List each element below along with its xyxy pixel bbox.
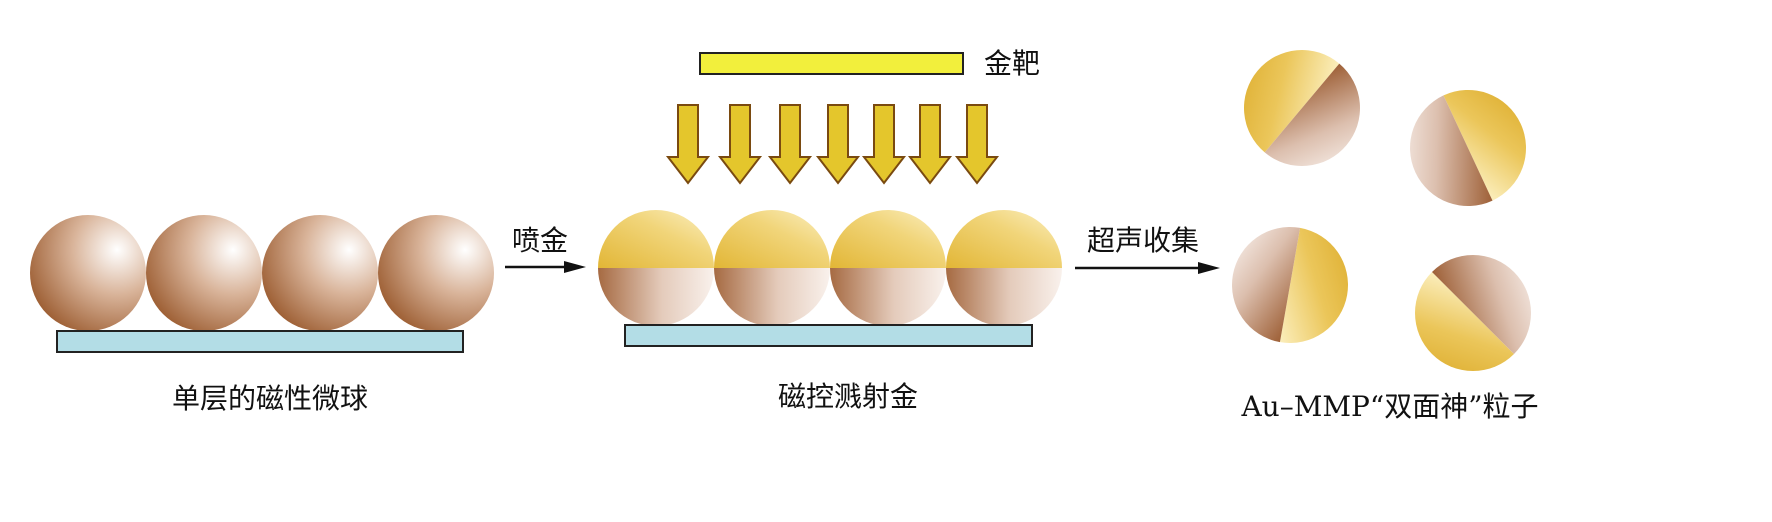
half-coated-microsphere bbox=[946, 210, 1062, 326]
sputter-arrow bbox=[907, 104, 953, 185]
janus-particle bbox=[1415, 255, 1531, 371]
half-coated-microsphere bbox=[714, 210, 830, 326]
stage2-caption: 磁控溅射金 bbox=[778, 380, 918, 413]
sputter-arrows bbox=[665, 104, 1000, 185]
bare-microsphere bbox=[146, 215, 262, 331]
bare-microsphere bbox=[378, 215, 494, 331]
half-coated-microsphere bbox=[830, 210, 946, 326]
stage1-caption: 单层的磁性微球 bbox=[172, 382, 368, 415]
spray-arrow: 喷金 bbox=[505, 224, 586, 273]
sputter-arrow bbox=[954, 104, 1000, 185]
substrate-slide bbox=[56, 330, 464, 353]
sputter-arrow bbox=[665, 104, 711, 185]
bare-microsphere bbox=[262, 215, 378, 331]
substrate-slide bbox=[624, 324, 1033, 347]
janus-particle bbox=[1410, 90, 1526, 206]
stage3-group: Au–MMP“双面神”粒子 bbox=[1232, 50, 1539, 423]
sputter-arrow bbox=[767, 104, 813, 185]
spray-arrow-label: 喷金 bbox=[512, 224, 568, 257]
janus-particle bbox=[1232, 227, 1348, 343]
sputter-arrow bbox=[815, 104, 861, 185]
stage2-group: 金靶 磁控溅射金 bbox=[598, 47, 1062, 413]
janus-particle bbox=[1244, 50, 1360, 166]
stage1-group: 单层的磁性微球 bbox=[30, 215, 494, 415]
half-coated-microsphere bbox=[598, 210, 714, 326]
stage3-caption: Au–MMP“双面神”粒子 bbox=[1240, 390, 1538, 423]
sputter-arrow bbox=[717, 104, 763, 185]
collect-arrow: 超声收集 bbox=[1075, 224, 1220, 274]
collect-arrow-label: 超声收集 bbox=[1087, 224, 1199, 257]
bare-microsphere bbox=[30, 215, 146, 331]
sputter-arrow bbox=[861, 104, 907, 185]
gold-target bbox=[699, 52, 964, 75]
gold-target-label: 金靶 bbox=[984, 47, 1040, 80]
